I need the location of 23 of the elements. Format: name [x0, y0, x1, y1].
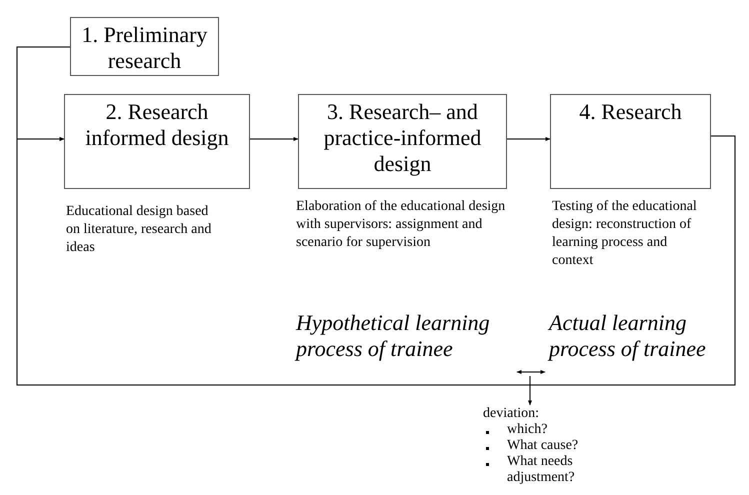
- arrow: [528, 376, 532, 406]
- note-heading: deviation:: [483, 406, 540, 422]
- description-text: Educational design based on literature, research and ideas: [66, 203, 212, 257]
- description-text: Elaboration of the educational design with supervisors: assignment and scenario for supervision: [296, 198, 506, 252]
- italic-heading: Actual learning process of trainee: [549, 310, 707, 362]
- arrow: [16, 136, 736, 386]
- arrow: [16, 46, 70, 141]
- process-box: [70, 17, 219, 76]
- arrow: [250, 137, 298, 141]
- bullet-item: which?: [507, 422, 548, 438]
- italic-heading: Hypothetical learning process of trainee: [296, 310, 491, 362]
- bullet-item: What cause?: [507, 438, 580, 454]
- arrow: [506, 137, 550, 141]
- box-title: 1. Preliminary research: [80, 22, 208, 74]
- bullet-item: What needs adjustment?: [507, 454, 576, 486]
- box-title: 4. Research: [579, 99, 682, 125]
- box-title: 3. Research– and practice-informed design: [322, 99, 482, 177]
- process-box: [550, 94, 711, 189]
- process-box: [64, 94, 250, 189]
- process-box: [298, 94, 507, 189]
- description-text: Testing of the educational design: reconstruction of learning process and context: [552, 198, 698, 270]
- box-title: 2. Research informed design: [85, 99, 229, 151]
- arrow: [516, 370, 546, 374]
